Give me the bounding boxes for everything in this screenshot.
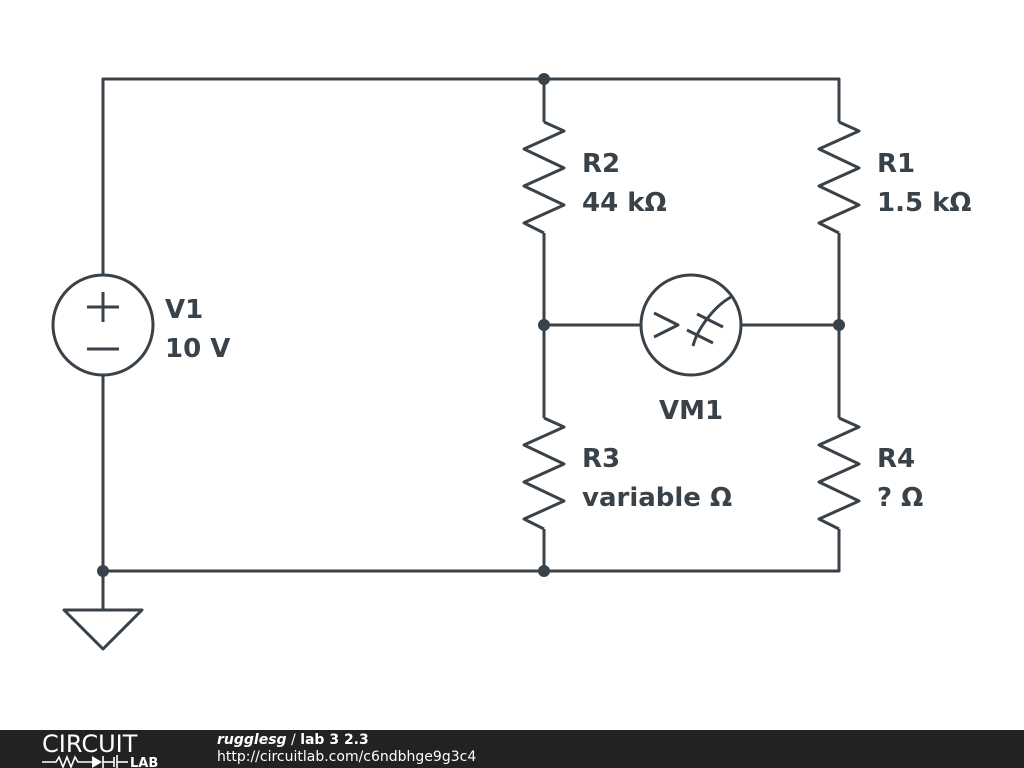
junctions	[97, 73, 845, 577]
resistor-r1[interactable]	[817, 120, 861, 235]
logo-top-text: CIRCUIT	[42, 732, 138, 758]
junction-bottom-left	[97, 565, 109, 577]
footer-bar: CIRCUIT LAB rugglesg / lab 3 2.3 http://…	[0, 730, 1024, 768]
resistor-r3[interactable]	[522, 416, 566, 531]
resistor-r4[interactable]	[817, 416, 861, 531]
schematic-canvas: V1 10 V R2 44 kΩ R1 1.5 kΩ R3 variable Ω…	[51, 73, 972, 651]
footer-title-line: rugglesg / lab 3 2.3	[217, 732, 476, 749]
circuit-title[interactable]: lab 3 2.3	[300, 732, 369, 748]
r3-name-label: R3	[582, 444, 620, 474]
junction-top	[538, 73, 550, 85]
voltmeter-icon	[653, 295, 732, 347]
footer-separator: /	[286, 732, 301, 748]
junction-mid-right	[833, 319, 845, 331]
logo-bottom-text: LAB	[130, 756, 158, 768]
voltage-source-v1[interactable]	[51, 273, 155, 377]
voltmeter-vm1[interactable]	[639, 273, 743, 377]
logo-circuit-icon	[42, 754, 128, 768]
resistor-r2[interactable]	[522, 120, 566, 235]
r2-value-label: 44 kΩ	[582, 188, 667, 218]
ground-icon	[62, 608, 144, 651]
junction-bottom-mid	[538, 565, 550, 577]
v1-value-label: 10 V	[165, 334, 230, 364]
circuitlab-logo[interactable]: CIRCUIT LAB	[42, 732, 182, 768]
r1-name-label: R1	[877, 149, 915, 179]
circuit-url[interactable]: http://circuitlab.com/c6ndbhge9g3c4	[217, 749, 477, 765]
r1-value-label: 1.5 kΩ	[877, 188, 972, 218]
footer-text: rugglesg / lab 3 2.3 http://circuitlab.c…	[217, 732, 476, 766]
r2-name-label: R2	[582, 149, 620, 179]
wire-bottom	[103, 529, 841, 573]
voltage-source-circle	[51, 273, 155, 377]
junction-mid-left	[538, 319, 550, 331]
wire-top	[101, 77, 841, 275]
v1-name-label: V1	[165, 295, 203, 325]
r4-value-label: ? Ω	[877, 483, 923, 513]
vm1-name-label: VM1	[659, 396, 723, 426]
plus-icon	[87, 292, 119, 322]
voltmeter-circle	[639, 273, 743, 377]
r4-name-label: R4	[877, 444, 915, 474]
r3-value-label: variable Ω	[582, 483, 732, 513]
author-link[interactable]: rugglesg	[217, 732, 287, 748]
